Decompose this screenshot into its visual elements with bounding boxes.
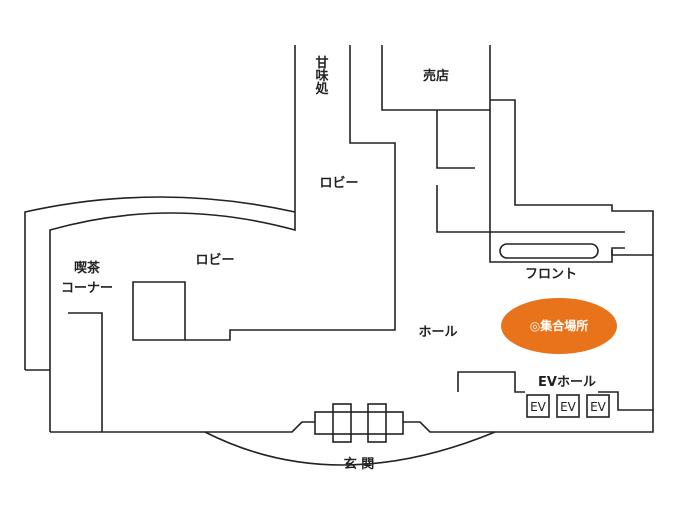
shop-label: 売店 bbox=[423, 68, 449, 84]
ev-box-1 bbox=[526, 394, 550, 418]
ev-box-3 bbox=[586, 394, 610, 418]
shop-walls bbox=[381, 45, 654, 410]
front-label: フロント bbox=[525, 267, 577, 282]
elevators: EV EV EV bbox=[526, 394, 610, 418]
ev-label-1: EV bbox=[530, 400, 547, 414]
kissa-label-line2: コーナー bbox=[61, 281, 113, 296]
ev-label-3: EV bbox=[590, 400, 607, 414]
lobby-left-label: ロビー bbox=[195, 252, 234, 268]
kissa-label-line1: 喫茶 bbox=[74, 260, 101, 276]
ev-hall-label: EVホール bbox=[538, 375, 596, 390]
amamidokoro-label: 甘味処 bbox=[313, 55, 330, 96]
ev-label-2: EV bbox=[560, 400, 577, 414]
bottom-walls bbox=[50, 371, 654, 466]
front-counter bbox=[499, 243, 599, 259]
left-wing-walls bbox=[24, 45, 296, 432]
entrance-label: 玄 関 bbox=[344, 456, 375, 472]
meeting-point-marker[interactable]: ◎集合場所 bbox=[501, 298, 617, 354]
meeting-point-label: ◎集合場所 bbox=[530, 318, 588, 333]
hall-label: ホール bbox=[418, 325, 457, 340]
upper-column-walls bbox=[132, 45, 396, 341]
ev-box-2 bbox=[556, 394, 580, 418]
meeting-point-ellipse bbox=[501, 298, 617, 354]
entrance-doors bbox=[314, 403, 404, 443]
lobby-upper-label: ロビー bbox=[319, 175, 358, 191]
